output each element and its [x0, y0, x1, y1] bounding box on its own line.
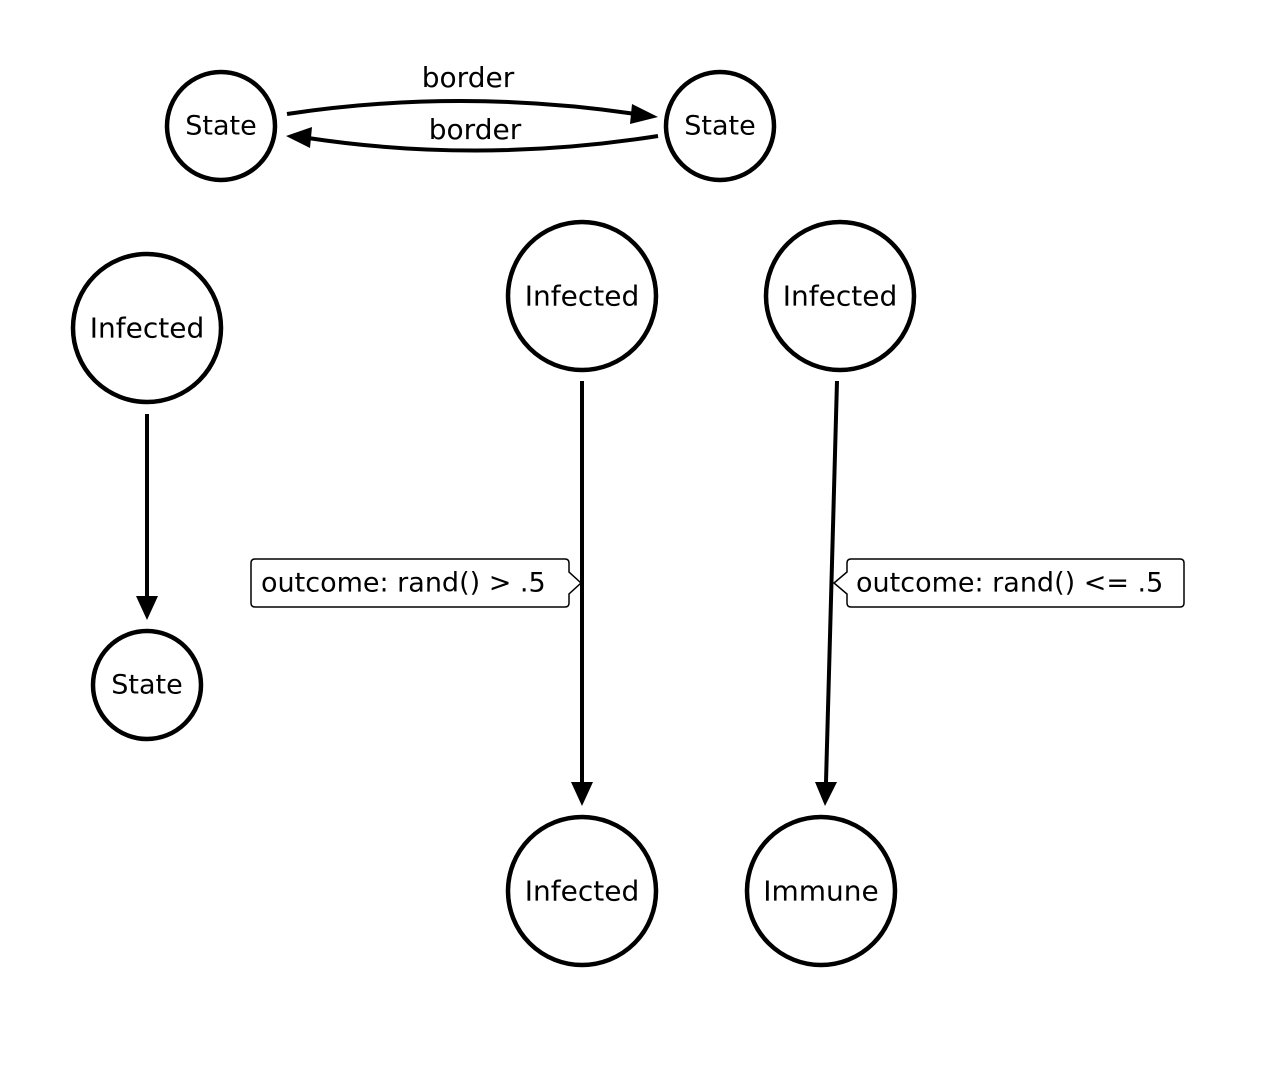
edge-label-border-backward: border	[429, 113, 522, 146]
callout-box	[250, 558, 583, 608]
node-infected-left: Infected	[70, 251, 224, 405]
callout-text: outcome: rand() > .5	[261, 568, 546, 599]
arrowhead-infected-to-state	[136, 596, 158, 620]
node-label: State	[684, 111, 755, 142]
node-label: State	[111, 670, 182, 701]
node-label: Infected	[525, 875, 639, 908]
arrowhead-infected-to-infected	[571, 782, 593, 806]
edge-border-backward	[307, 134, 659, 153]
arrowhead-infected-to-immune	[815, 782, 837, 806]
node-infected-middle-bottom: Infected	[505, 814, 659, 968]
node-state-bottom-left: State	[90, 628, 204, 742]
node-immune: Immune	[744, 814, 898, 968]
node-label: Infected	[525, 280, 639, 313]
condition-callout-less-equal: outcome: rand() <= .5	[832, 558, 1185, 608]
node-infected-right-top: Infected	[763, 219, 917, 373]
node-label: Infected	[90, 312, 204, 345]
edge-label-border-forward: border	[422, 61, 515, 94]
node-infected-middle-top: Infected	[505, 219, 659, 373]
node-label: Immune	[763, 875, 879, 908]
node-state-top-left: State	[164, 69, 278, 183]
arrowhead-border-backward	[286, 127, 312, 148]
callout-box	[832, 558, 1185, 608]
arrowhead-border-forward	[630, 104, 658, 124]
condition-callout-greater: outcome: rand() > .5	[250, 558, 583, 608]
node-state-top-right: State	[663, 69, 777, 183]
edge-infected-to-immune	[824, 380, 839, 783]
node-label: Infected	[783, 280, 897, 313]
node-label: State	[185, 111, 256, 142]
callout-text: outcome: rand() <= .5	[856, 568, 1163, 599]
edge-border-forward	[286, 99, 637, 116]
